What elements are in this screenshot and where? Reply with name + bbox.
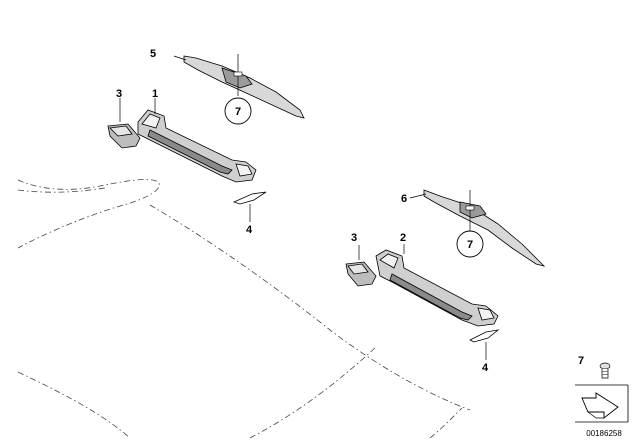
callout-4-lower: 4 <box>482 362 489 374</box>
leader-lines <box>119 98 405 260</box>
end-cap-lower <box>345 261 377 287</box>
circled-callout-7-upper: 7 <box>224 97 252 125</box>
callout-3-lower: 3 <box>351 232 357 244</box>
callout-1: 1 <box>152 88 158 100</box>
roof-frame-rail-upper <box>173 54 305 119</box>
end-cap-upper <box>107 123 141 149</box>
callout-2: 2 <box>400 232 406 244</box>
roof-frame-rail-lower <box>409 189 546 267</box>
arrow-icon <box>581 392 619 419</box>
callout-6: 6 <box>401 193 407 205</box>
grab-handle-front <box>137 109 257 183</box>
circled-callout-text: 7 <box>467 239 473 251</box>
callout-4-upper: 4 <box>246 224 253 236</box>
circled-callout-7-lower: 7 <box>456 230 484 258</box>
callout-5: 5 <box>150 48 156 60</box>
roof-outline <box>17 179 471 439</box>
grab-handle-rear <box>375 249 499 327</box>
legend-box <box>575 384 629 423</box>
cover-clip-upper <box>232 191 267 222</box>
callout-7-legend: 7 <box>578 355 584 367</box>
screw-icon <box>599 362 611 379</box>
cover-clip-lower <box>469 329 500 360</box>
circled-callout-text: 7 <box>235 106 241 118</box>
callout-3-upper: 3 <box>116 88 122 100</box>
document-number: 00186258 <box>586 429 622 438</box>
